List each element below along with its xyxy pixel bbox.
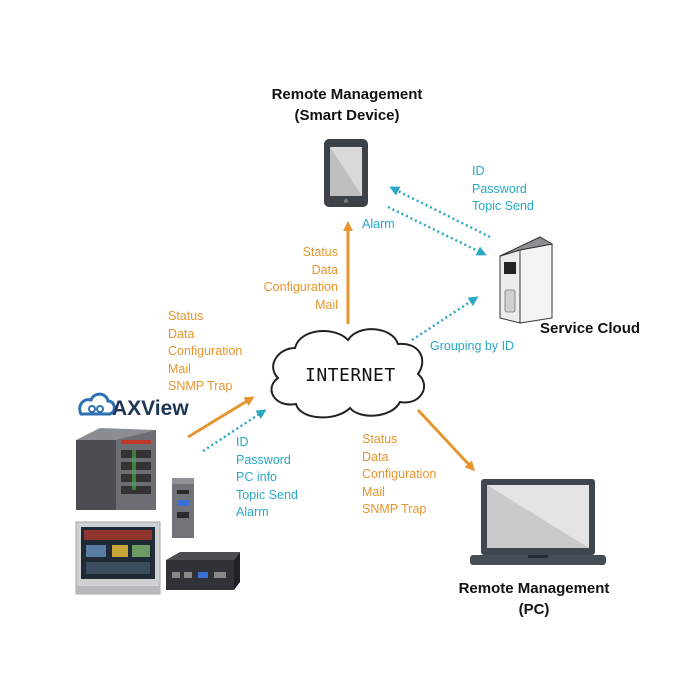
label-item: PC info [236, 470, 277, 484]
label-item: Configuration [168, 344, 243, 358]
arrow-axview-to-cloud-dotted [202, 409, 267, 453]
label-item: Configuration [263, 280, 338, 294]
label-item: Mail [362, 484, 385, 499]
label-item: Mail [315, 297, 338, 312]
pc-title-line2: (PC) [518, 601, 550, 618]
axview-logo-icon [78, 392, 116, 416]
label-item: Alarm [236, 505, 269, 519]
label-item: Data [362, 449, 389, 464]
label-item: Topic Send [472, 199, 534, 213]
label-item: SNMP Trap [362, 502, 427, 516]
label-item: Configuration [362, 467, 437, 481]
label-item: Status [168, 309, 204, 323]
label-item: Status [362, 432, 398, 446]
grouping-label: Grouping by ID [430, 339, 515, 353]
server-icon [499, 236, 554, 324]
alarm-label: Alarm [362, 217, 395, 231]
label-item: Mail [168, 361, 191, 376]
label-item: SNMP Trap [168, 379, 233, 393]
labels-axview-to-internet: Status Data Configuration Mail SNMP Trap [168, 308, 242, 396]
laptop-icon [470, 479, 606, 565]
label-item: Status [302, 245, 338, 259]
smart-device-title-line1: Remote Management [271, 86, 423, 103]
arrow-cloud-to-tablet [389, 186, 491, 239]
service-cloud-title: Service Cloud [540, 320, 641, 337]
smart-device-title-line2: (Smart Device) [294, 107, 400, 124]
axview-brand: AXView [112, 397, 189, 420]
pc-title: Remote Management (PC) [434, 578, 634, 620]
labels-to-smart-device: Status Data Configuration Mail [258, 244, 338, 314]
arrow-tablet-to-cloud [387, 205, 487, 256]
arrow-internet-to-cloud [411, 296, 479, 342]
industrial-pc-icon [75, 428, 240, 595]
label-item: Password [472, 181, 527, 196]
tablet-icon [324, 139, 368, 207]
cloud-icon [270, 328, 425, 419]
label-item: Topic Send [236, 487, 298, 502]
label-item: Password [236, 452, 291, 467]
pc-title-line1: Remote Management [458, 580, 610, 597]
label-item: Data [311, 262, 338, 277]
labels-internet-to-pc: Status Data Configuration Mail SNMP Trap [362, 431, 436, 519]
labels-axview-to-cloud: ID Password PC info Topic Send Alarm [236, 434, 298, 522]
arrow-internet-to-pc [416, 408, 476, 472]
label-item: Data [168, 326, 195, 341]
arrow-axview-to-internet [187, 396, 255, 439]
label-item: ID [472, 164, 485, 178]
internet-label: INTERNET [305, 365, 396, 386]
label-item: ID [236, 435, 249, 449]
smart-device-title: Remote Management (Smart Device) [247, 84, 447, 126]
labels-cloud-to-device: ID Password Topic Send [472, 163, 534, 216]
